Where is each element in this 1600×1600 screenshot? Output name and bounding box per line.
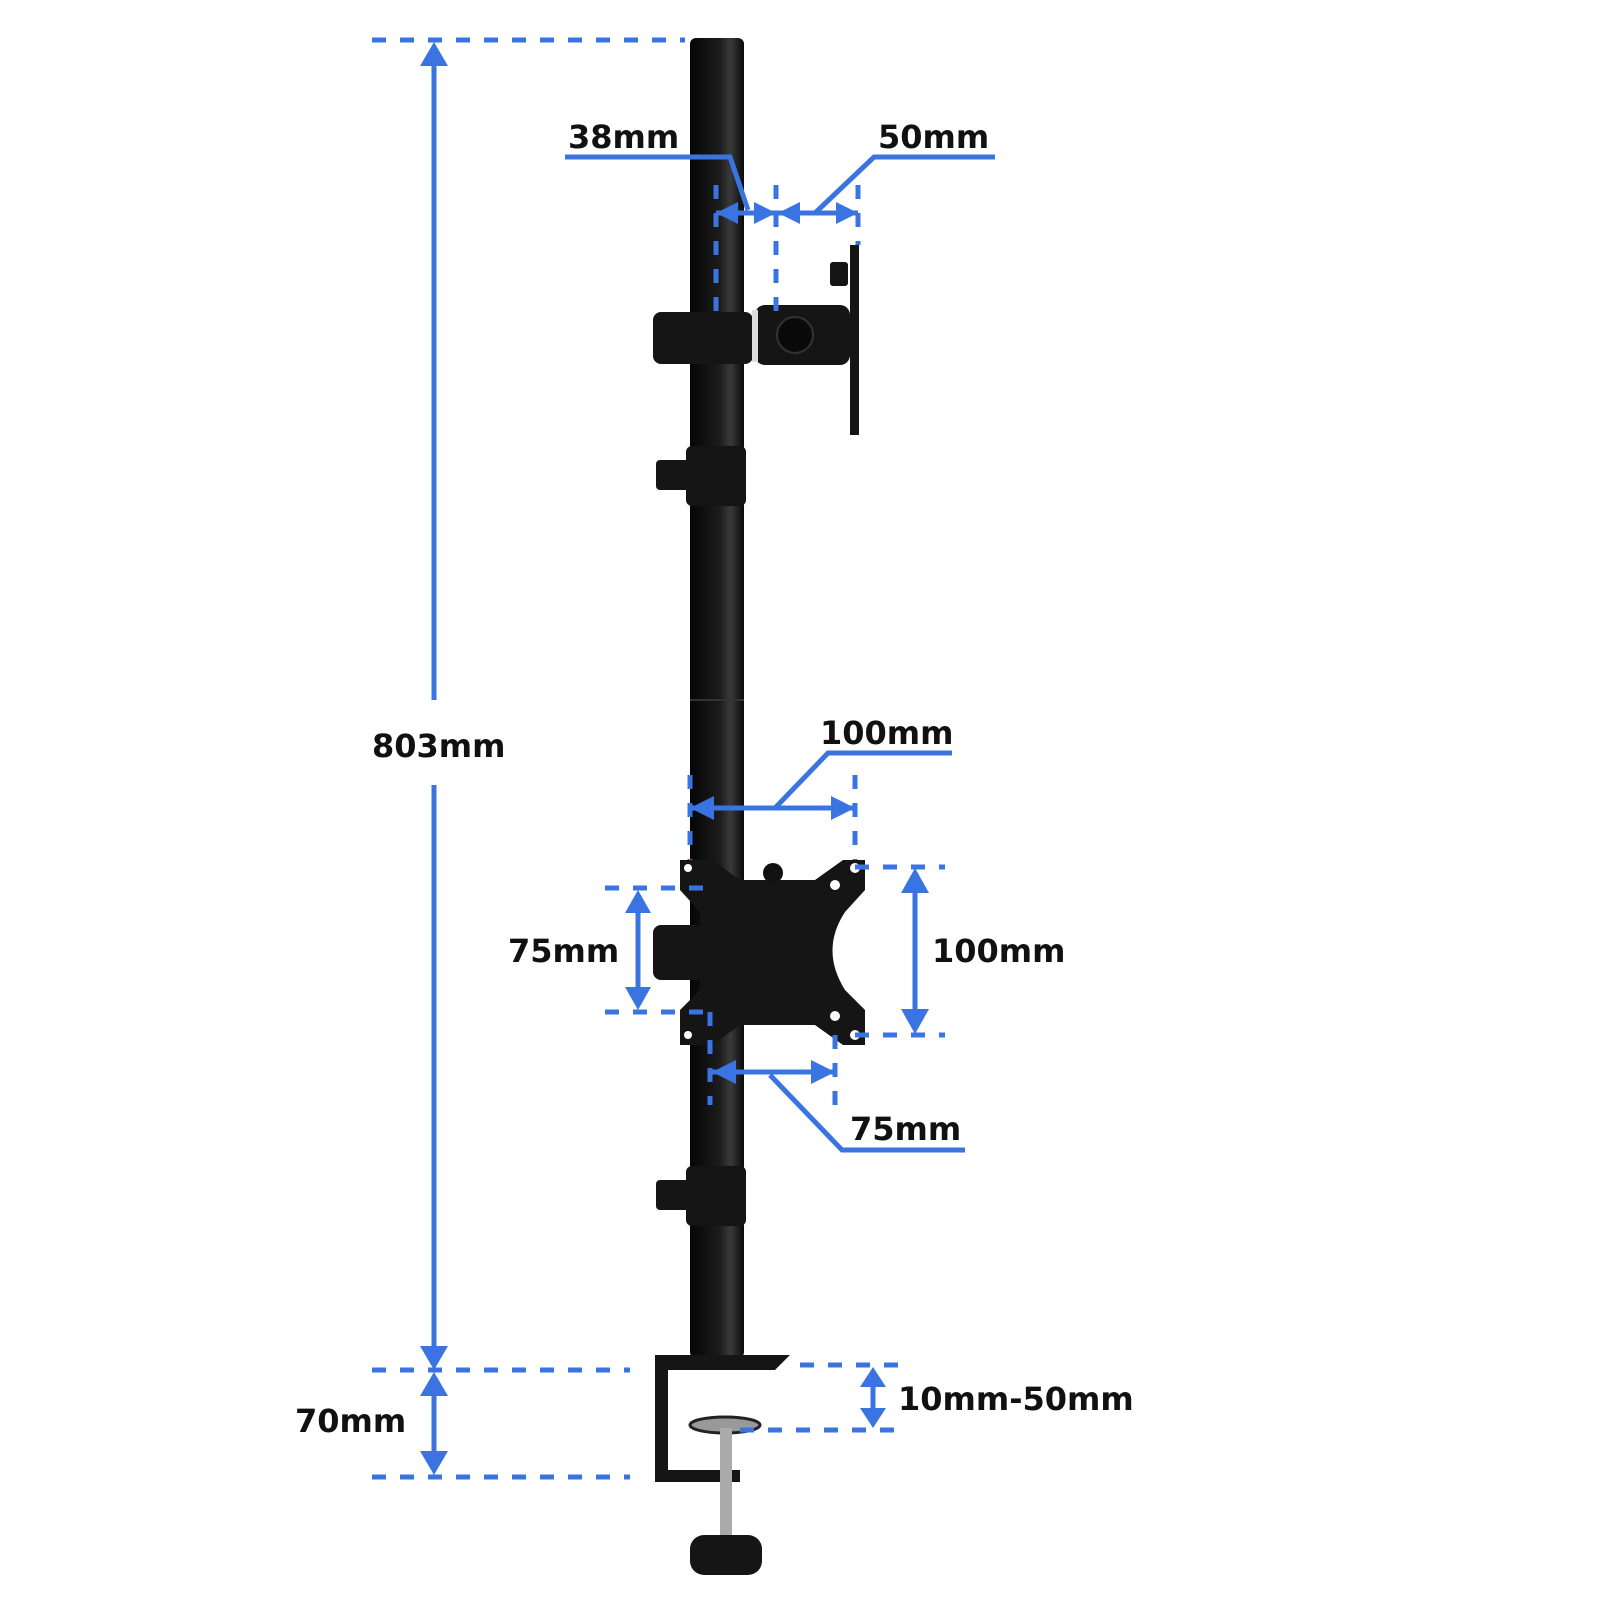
dimension-vesa-vertical-100: 100mm (855, 864, 1065, 1038)
dimension-total-height: 803mm (372, 37, 685, 1370)
monitor-mount-product (653, 38, 865, 1575)
label-arm-offset: 50mm (878, 118, 989, 156)
dimension-pole-diameter: 38mm (565, 118, 779, 315)
dimension-mount-offset: 100mm (687, 714, 953, 860)
desk-clamp (655, 1355, 790, 1575)
label-vesa-vertical-100: 100mm (932, 932, 1065, 970)
dimension-arm-offset: 50mm (776, 118, 995, 245)
cable-clip-upper (656, 446, 746, 506)
dimension-vesa-horizontal-75: 75mm (707, 1012, 965, 1153)
vesa-plate (653, 860, 865, 1045)
label-vesa-vertical-75: 75mm (508, 932, 619, 970)
label-clamp-height: 70mm (295, 1402, 406, 1440)
dimension-desk-thickness: 10mm-50mm (740, 1362, 1134, 1433)
pole (690, 38, 744, 1358)
label-mount-offset: 100mm (820, 714, 953, 752)
label-pole-diameter: 38mm (568, 118, 679, 156)
label-vesa-horizontal-75: 75mm (850, 1110, 961, 1148)
upper-mount-arm (653, 245, 859, 435)
label-total-height: 803mm (372, 727, 505, 765)
cable-clip-lower (656, 1166, 746, 1226)
dimension-vesa-vertical-75: 75mm (508, 885, 710, 1015)
label-desk-thickness: 10mm-50mm (898, 1380, 1134, 1418)
dimension-clamp-height: 70mm (295, 1367, 630, 1480)
